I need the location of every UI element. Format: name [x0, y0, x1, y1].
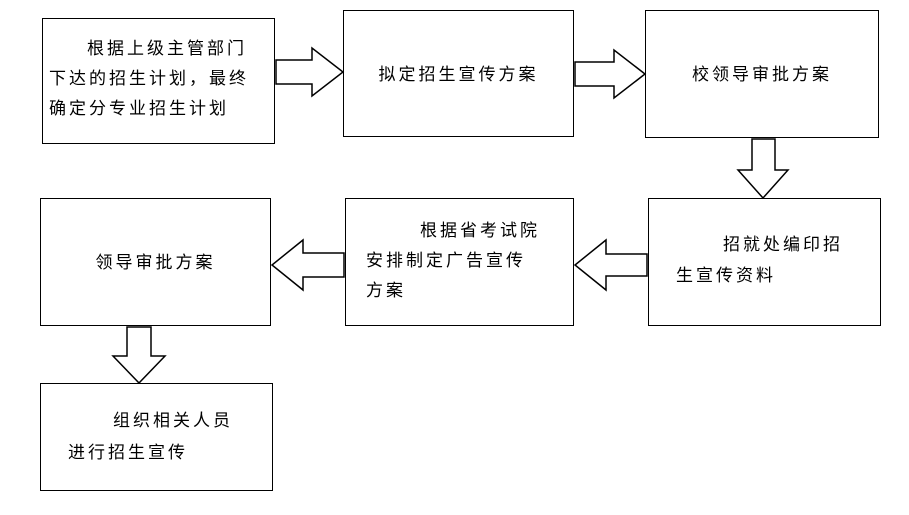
node-print-materials-line-2: 生宣传资料 [676, 266, 776, 286]
node-print-materials: 招就处编印招 生宣传资料 [648, 198, 881, 326]
node-ad-plan-line-2: 安排制定广告宣传 [366, 251, 526, 271]
node-draft-plan-line-1: 拟定招生宣传方案 [378, 65, 539, 85]
node-plan-basis-line-1: 根据上级主管部门 [87, 39, 247, 59]
node-organize-staff-line-1: 组织相关人员 [113, 411, 233, 431]
arrow-print-materials-to-ad-plan [573, 238, 648, 292]
arrow-draft-plan-to-school-approval [574, 48, 647, 100]
node-organize-staff: 组织相关人员 进行招生宣传 [40, 383, 273, 491]
node-plan-basis: 根据上级主管部门 下达的招生计划，最终 确定分专业招生计划 [42, 18, 275, 144]
node-leader-approval: 领导审批方案 [40, 198, 271, 326]
arrow-leader-approval-to-organize-staff [111, 326, 167, 385]
node-plan-basis-line-2: 下达的招生计划，最终 [49, 69, 249, 89]
arrow-school-approval-to-print-materials [736, 138, 790, 200]
node-ad-plan-line-1: 根据省考试院 [420, 221, 540, 241]
arrow-ad-plan-to-leader-approval [270, 238, 345, 292]
node-ad-plan-line-3: 方案 [366, 281, 406, 301]
node-plan-basis-line-3: 确定分专业招生计划 [49, 99, 229, 119]
node-ad-plan: 根据省考试院 安排制定广告宣传 方案 [345, 198, 574, 326]
node-print-materials-line-1: 招就处编印招 [723, 235, 843, 255]
arrow-plan-basis-to-draft-plan [275, 46, 345, 98]
node-organize-staff-line-2: 进行招生宣传 [68, 443, 188, 463]
node-school-approval-line-1: 校领导审批方案 [692, 65, 832, 85]
node-school-approval: 校领导审批方案 [645, 10, 879, 138]
node-draft-plan: 拟定招生宣传方案 [343, 10, 574, 137]
node-leader-approval-line-1: 领导审批方案 [95, 253, 216, 273]
